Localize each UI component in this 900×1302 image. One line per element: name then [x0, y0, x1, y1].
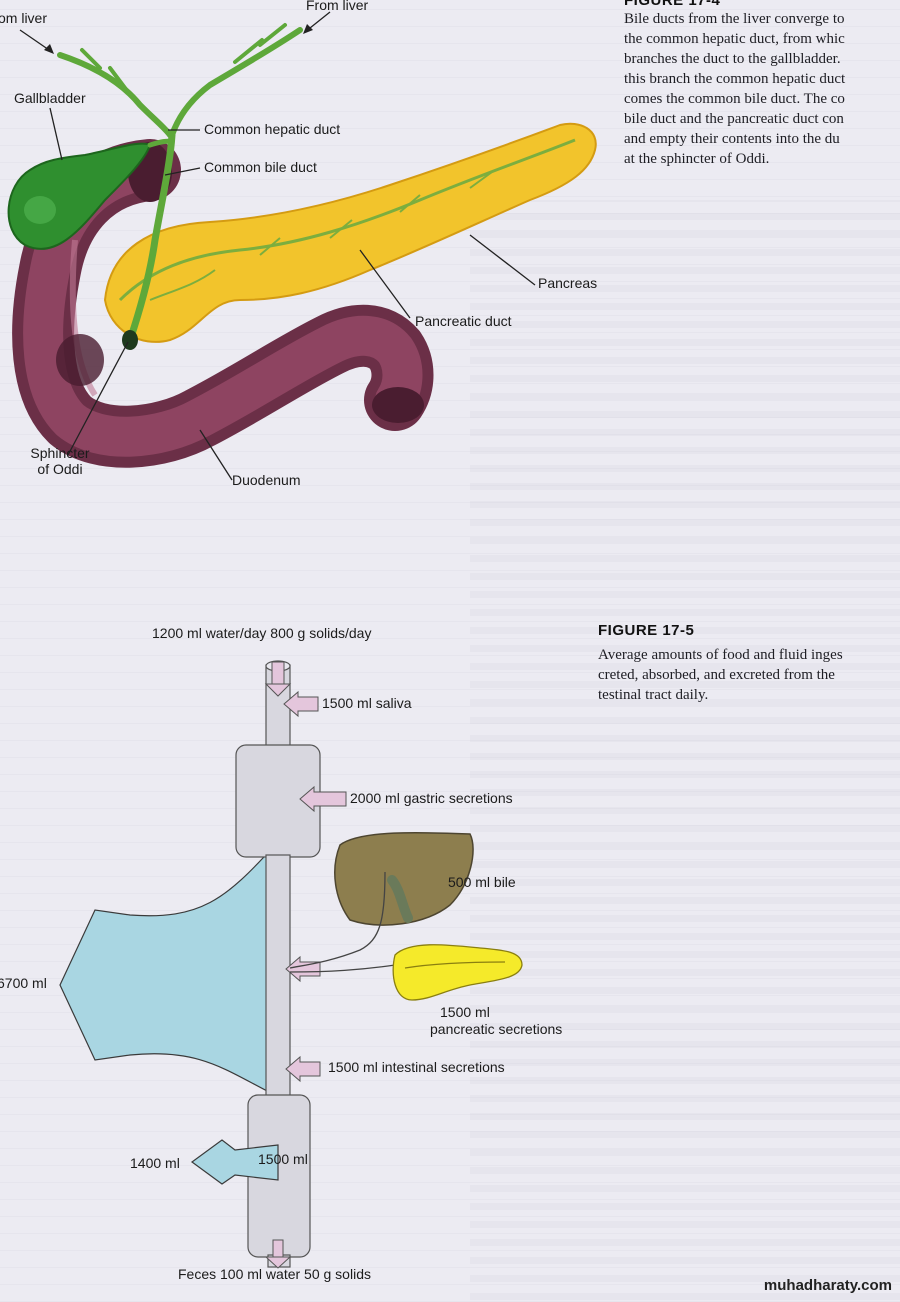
label-from-liver-right: From liver [306, 0, 369, 13]
label-intake: 1200 ml water/day 800 g solids/day [152, 625, 372, 641]
label-common-hepatic-duct: Common hepatic duct [204, 121, 341, 137]
label-pancreas: Pancreas [538, 275, 598, 291]
figure-17-4-caption: FIGURE 17-4 Bile ducts from the liver co… [624, 0, 900, 169]
duodenum-shape [12, 139, 434, 468]
label-gastric-secretions: 2000 ml gastric secretions [350, 790, 513, 806]
liver-shape [334, 831, 474, 926]
figure-17-4-caption-text: Bile ducts from the liver converge to th… [624, 9, 900, 169]
gallbladder-shape [7, 142, 152, 250]
label-duodenum: Duodenum [232, 472, 301, 488]
label-pancreatic-line1: 1500 ml [440, 1004, 490, 1020]
pancreas-shape [103, 122, 597, 343]
label-colon-inflow: 1500 ml [258, 1151, 308, 1167]
figure-17-5-caption-text: Average amounts of food and fluid inges … [598, 645, 900, 705]
sphincter-of-oddi-shape [122, 330, 138, 350]
bile-ducts [57, 23, 303, 344]
figure-17-5-number: FIGURE 17-5 [598, 622, 695, 639]
small-intestine-absorption-arrow [59, 843, 276, 1096]
label-sphincter-of-oddi: Sphincter of Oddi [24, 445, 96, 477]
intake-arrow [264, 661, 292, 697]
caption-line: bile duct and the pancreatic duct con [624, 111, 844, 127]
figure-17-5-caption: FIGURE 17-5 Average amounts of food and … [598, 622, 900, 705]
label-sphincter-line1: Sphincter [30, 445, 90, 461]
label-absorbed-small-intestine: 6700 ml [0, 975, 47, 991]
caption-line: Bile ducts from the liver converge to [624, 11, 845, 27]
label-absorbed-colon: 1400 ml [130, 1155, 180, 1171]
label-saliva: 1500 ml saliva [322, 695, 412, 711]
label-pancreatic-secretions: 1500 ml pancreatic secretions [430, 1004, 562, 1038]
label-from-liver-left: om liver [0, 10, 48, 26]
caption-line: Average amounts of food and fluid inges [598, 647, 843, 663]
secretion-arrows [283, 690, 347, 1083]
label-sphincter-line2: of Oddi [37, 461, 83, 477]
site-watermark: muhadharaty.com [763, 1277, 892, 1294]
duct-lines [289, 871, 396, 973]
label-bile: 500 ml bile [448, 874, 516, 890]
caption-line: this branch the common hepatic duct [624, 71, 846, 87]
figure-17-4-number: FIGURE 17-4 [624, 0, 721, 9]
caption-line: at the sphincter of Oddi. [624, 151, 770, 167]
colon-absorption-arrow [190, 1139, 279, 1185]
figure-17-4-leader-lines [19, 11, 536, 481]
caption-line: testinal tract daily. [598, 687, 709, 703]
label-intestinal-secretions: 1500 ml intestinal secretions [328, 1059, 505, 1075]
label-gallbladder: Gallbladder [14, 90, 86, 106]
label-feces: Feces 100 ml water 50 g solids [178, 1266, 371, 1282]
label-pancreatic-duct: Pancreatic duct [415, 313, 512, 329]
caption-line: comes the common bile duct. The co [624, 91, 845, 107]
caption-line: the common hepatic duct, from whic [624, 31, 845, 47]
caption-line: creted, absorbed, and excreted from the [598, 667, 835, 683]
label-common-bile-duct: Common bile duct [204, 159, 317, 175]
feces-arrow [264, 1239, 292, 1269]
bleed-through-text [470, 200, 900, 1300]
caption-line: and empty their contents into the du [624, 131, 840, 147]
label-pancreatic-line2: pancreatic secretions [430, 1021, 563, 1037]
caption-line: branches the duct to the gallbladder. [624, 51, 841, 67]
pancreas-small-shape [392, 944, 523, 1001]
